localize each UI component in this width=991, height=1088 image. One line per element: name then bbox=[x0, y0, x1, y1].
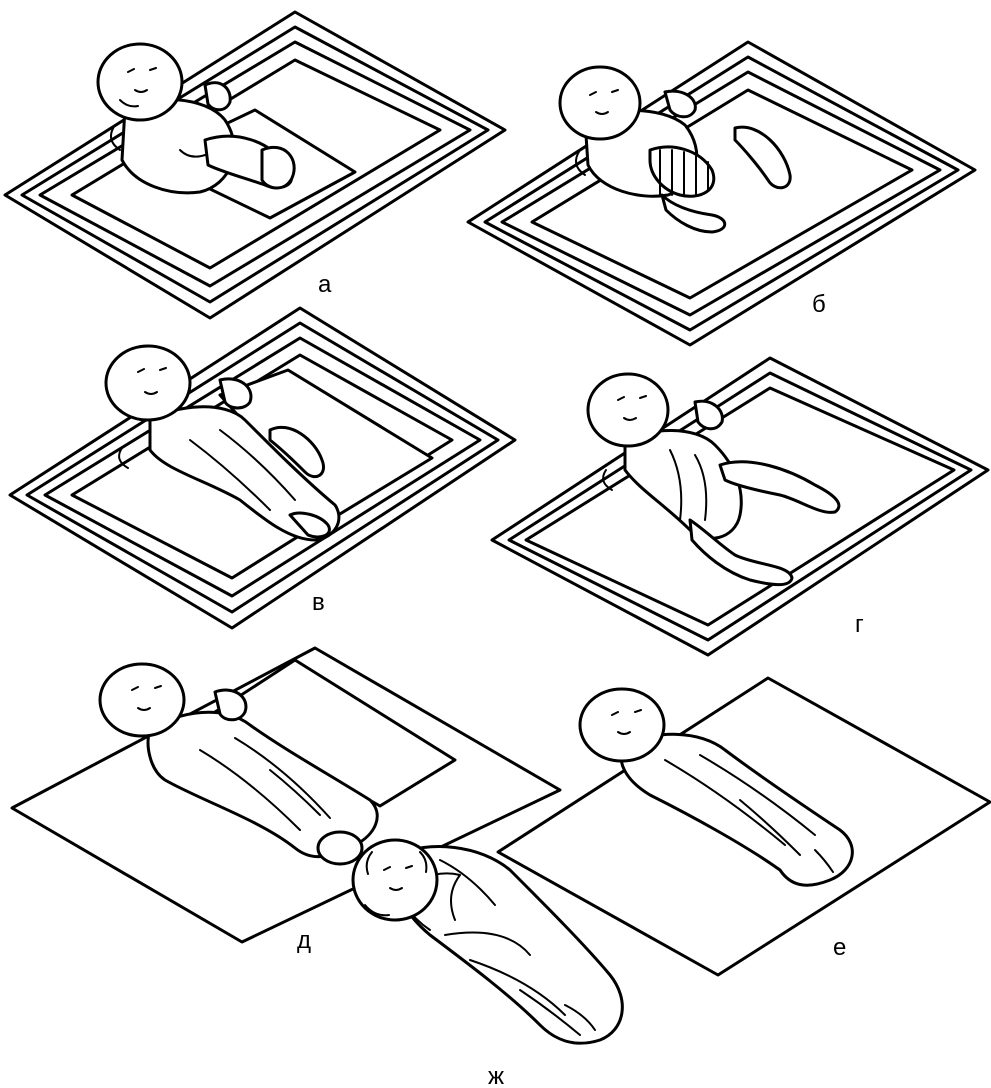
label-a: а bbox=[318, 271, 332, 298]
label-d: д bbox=[297, 927, 311, 954]
baby-e bbox=[578, 687, 854, 887]
label-g: г bbox=[855, 611, 864, 638]
panel-g: г bbox=[490, 356, 990, 657]
panel-a: а bbox=[3, 10, 507, 320]
baby-b bbox=[558, 65, 792, 234]
label-v: в bbox=[312, 589, 325, 616]
baby-g bbox=[586, 372, 841, 587]
baby-v bbox=[104, 344, 341, 542]
label-b: б bbox=[812, 291, 826, 318]
panel-zh: ж bbox=[351, 838, 624, 1088]
panel-b: б bbox=[466, 40, 977, 347]
baby-d bbox=[98, 662, 379, 866]
panel-d: д bbox=[10, 646, 562, 954]
baby-a bbox=[96, 42, 296, 195]
blanket-b bbox=[466, 40, 977, 347]
label-e: е bbox=[833, 934, 846, 961]
panel-v: в bbox=[8, 306, 517, 630]
label-zh: ж bbox=[488, 1063, 504, 1088]
panel-e: е bbox=[496, 676, 991, 977]
baby-zh bbox=[351, 838, 624, 1045]
